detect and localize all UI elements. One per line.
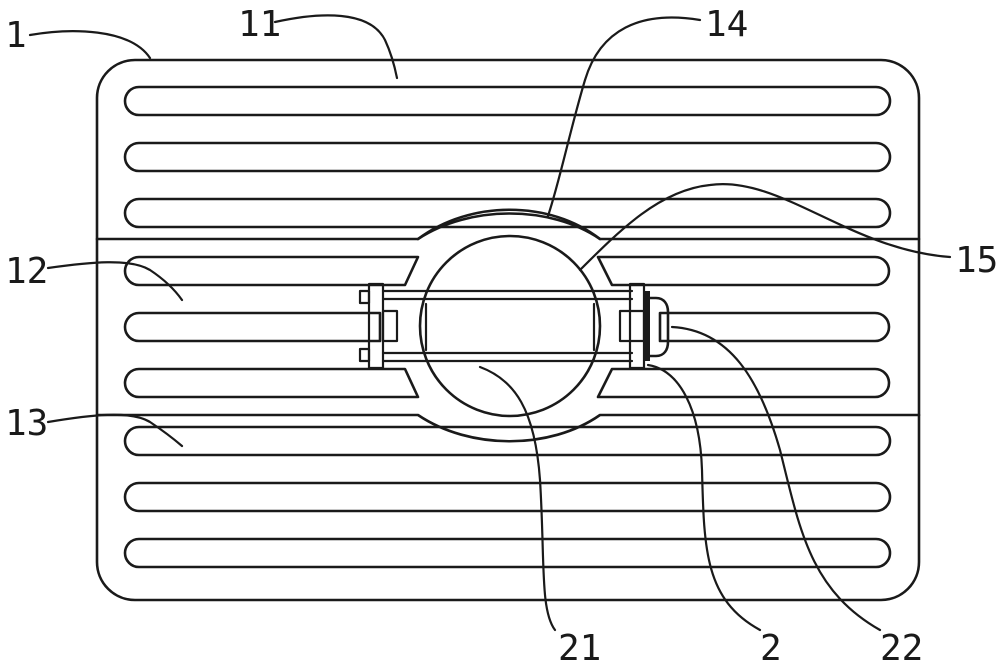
slot-right xyxy=(658,311,891,343)
slot xyxy=(123,425,892,457)
reference-labels: 1 11 14 12 15 13 21 2 22 xyxy=(5,4,998,665)
leader-21 xyxy=(478,365,557,632)
left-jaw xyxy=(381,309,399,343)
spring-pad xyxy=(644,291,650,361)
slot-right xyxy=(596,367,891,399)
label-2: 2 xyxy=(760,628,782,665)
left-stud xyxy=(358,347,371,363)
slot-left xyxy=(123,255,420,287)
slot-group-middle xyxy=(123,255,891,399)
leader-lines xyxy=(28,14,952,632)
label-11: 11 xyxy=(238,4,281,45)
clamp-assembly xyxy=(358,282,670,370)
leader-12 xyxy=(46,261,184,302)
label-14: 14 xyxy=(705,4,748,45)
right-jaw xyxy=(618,309,646,343)
hub-opening xyxy=(95,212,921,443)
leader-2 xyxy=(646,363,762,632)
leader-11 xyxy=(273,14,399,80)
label-21: 21 xyxy=(558,628,601,665)
slot-group-bottom xyxy=(123,425,892,569)
right-bracket xyxy=(628,282,646,370)
leader-15 xyxy=(578,182,952,272)
slot xyxy=(123,141,892,173)
slot xyxy=(123,537,892,569)
slot-left xyxy=(123,367,420,399)
label-15: 15 xyxy=(955,240,998,281)
slot xyxy=(123,85,892,117)
left-stud xyxy=(358,289,371,305)
leader-22 xyxy=(670,325,882,632)
center-disc xyxy=(418,234,602,418)
hub-bulge-top xyxy=(416,208,602,241)
handle-22 xyxy=(648,296,670,358)
outer-plate xyxy=(95,58,921,602)
label-12: 12 xyxy=(5,251,48,292)
slot-group-top xyxy=(123,85,892,229)
slot xyxy=(123,197,892,229)
slot xyxy=(123,481,892,513)
label-13: 13 xyxy=(5,403,48,444)
label-1: 1 xyxy=(5,15,27,56)
label-22: 22 xyxy=(880,628,923,665)
leader-13 xyxy=(46,413,184,448)
slot-left xyxy=(123,311,382,343)
slot-right xyxy=(596,255,891,287)
leader-1 xyxy=(28,30,152,60)
leader-14 xyxy=(546,16,702,218)
